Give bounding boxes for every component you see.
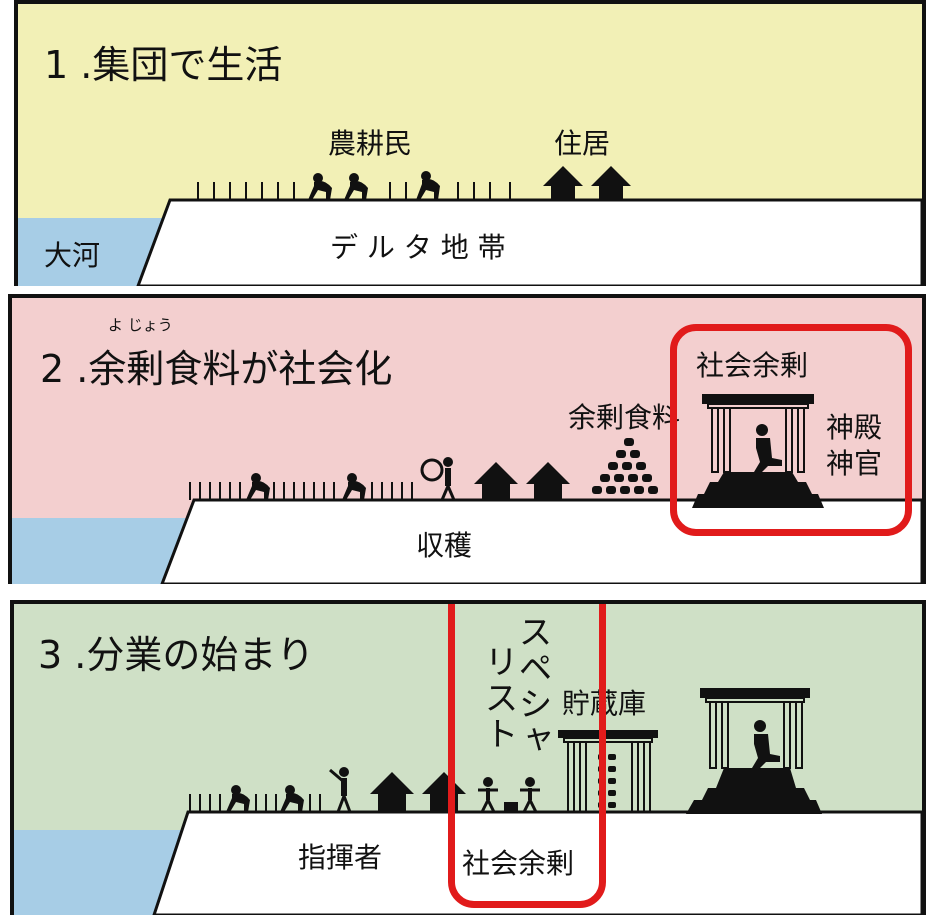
dwelling-label: 住居 xyxy=(554,127,611,160)
dwelling-icons xyxy=(543,166,631,200)
dwelling-icons xyxy=(370,772,466,812)
panel-3-title: 3 .分業の始まり xyxy=(38,633,315,677)
temple-label: 神殿 xyxy=(826,411,883,444)
farmer-figures xyxy=(246,473,366,500)
priest-figure xyxy=(754,424,782,474)
panel-1-scene xyxy=(18,166,922,286)
farmer-figures xyxy=(226,785,304,812)
panel-2-surplus-socialized: よ じょう 2 .余剰食料が社会化 余剰食料 社会余剰 神殿 神官 収穫 xyxy=(8,294,926,584)
temple-structure xyxy=(686,688,822,814)
river-shape xyxy=(12,518,192,584)
river-shape xyxy=(18,218,168,286)
leader-label: 指揮者 xyxy=(298,841,383,874)
highlight-social-surplus-box xyxy=(670,324,912,536)
surplus-food-label: 余剰食料 xyxy=(568,401,681,434)
social-surplus-label: 社会余剰 xyxy=(696,349,809,382)
panel-2-title: 2 .余剰食料が社会化 xyxy=(40,347,393,391)
panel-1-title: 1 .集団で生活 xyxy=(44,43,283,87)
delta-land xyxy=(160,498,922,584)
leader-figure xyxy=(420,457,456,501)
delta-land xyxy=(152,810,922,915)
panel-2-scene xyxy=(12,394,922,584)
leader-figure xyxy=(329,767,352,813)
river-shape xyxy=(14,830,186,915)
crop-rows xyxy=(197,182,511,200)
surplus-food-pile xyxy=(592,438,658,494)
temple-structure xyxy=(692,394,824,508)
dwelling-icons xyxy=(474,462,570,500)
delta-land xyxy=(136,198,922,286)
panel-3-division-of-labor: 3 .分業の始まり スペシャ リスト 貯蔵庫 指揮者 社会余剰 xyxy=(10,600,926,915)
farmers-label: 農耕民 xyxy=(328,127,413,160)
river-label: 大河 xyxy=(44,239,101,272)
panel-3-scene xyxy=(14,688,922,915)
title-ruby: よ じょう xyxy=(108,316,173,334)
delta-label: デ ル タ 地 帯 xyxy=(330,231,506,264)
priest-label: 神官 xyxy=(826,447,883,480)
farmer-figures xyxy=(308,171,440,200)
specialist-figures xyxy=(478,777,540,813)
specialist-label-col2: リスト xyxy=(478,644,518,752)
crop-rows xyxy=(189,482,413,500)
crop-rows xyxy=(189,794,321,812)
panel-1-group-living: 1 .集団で生活 農耕民 住居 大河 デ ル タ 地 帯 xyxy=(14,0,926,286)
specialist-label-col1: スペシャ xyxy=(512,614,552,758)
social-surplus-label: 社会余剰 xyxy=(462,847,575,880)
priest-figure xyxy=(752,720,780,770)
highlight-specialist-box xyxy=(448,604,606,908)
harvest-label: 収穫 xyxy=(416,529,473,562)
